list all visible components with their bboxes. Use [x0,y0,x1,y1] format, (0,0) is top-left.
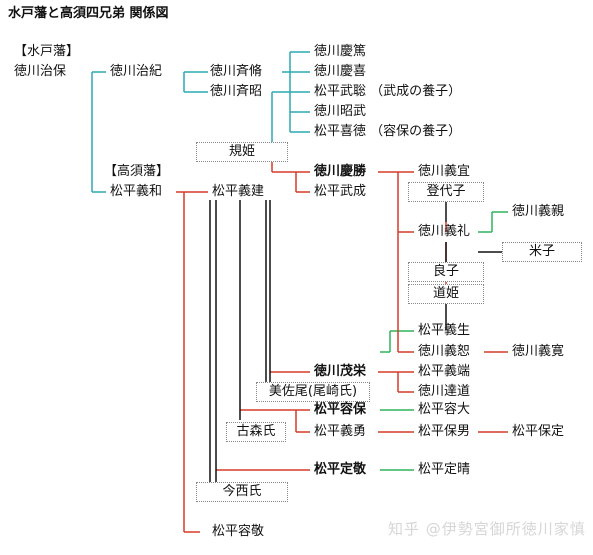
person-kihime: 規姫 [196,142,288,162]
person-harutoshi: 徳川治紀 [110,64,163,79]
person-mochinaga: 徳川茂栄 [314,364,367,379]
person-nariaki: 徳川斉昭 [210,84,263,99]
person-sadaaki: 松平定敬 [314,462,367,477]
person-yoshinori-m: 松平喜徳 （容保の養子） [314,124,462,139]
person-yoshiatsu: 徳川慶篤 [314,44,367,59]
person-harumori: 徳川治保 [14,64,67,79]
person-katahiro: 松平容大 [418,402,471,417]
person-katamori: 松平容保 [314,402,367,417]
red-lines [176,162,508,533]
person-taketoshi: 松平武聡 （武成の養子） [314,84,462,99]
person-tatsumichi: 徳川達道 [418,384,471,399]
person-yoshihiro: 徳川義恕 [418,344,471,359]
diagram-title: 水戸藩と高須四兄弟 関係図 [8,6,169,21]
person-yoshinobu: 徳川慶喜 [314,64,367,79]
person-takenari: 松平武成 [314,184,367,199]
takasu-han-label: 【高須藩】 [104,164,170,179]
person-yoshiwa: 松平義和 [110,184,163,199]
person-akitake: 徳川昭武 [314,104,367,119]
person-yoshitatsu: 松平義建 [212,184,265,199]
person-michihime: 道姫 [408,284,484,304]
person-katanori: 松平容敬 [212,524,265,539]
cyan-lines [91,51,310,193]
watermark-text: 知乎 @伊勢宮御所徳川家慎 [388,520,586,538]
person-imanishi: 今西氏 [196,482,288,502]
person-toyoko: 登代子 [408,182,484,202]
person-yoshikatsu: 徳川慶勝 [314,164,367,179]
person-yoshichika: 徳川義親 [512,204,565,219]
person-sadaharu: 松平定晴 [418,462,471,477]
person-yoshihiro2: 徳川義寛 [512,344,565,359]
person-yoshiisa: 松平義勇 [314,424,367,439]
person-yoneko: 米子 [502,242,582,262]
person-sadanobu: 松平保定 [512,424,565,439]
person-yoshinori: 徳川義宜 [418,164,471,179]
black-lines [209,200,502,482]
person-morio: 松平保男 [418,424,471,439]
person-yoshiko: 良子 [408,262,484,282]
person-yoshinori2: 徳川義礼 [418,224,471,239]
mito-han-label: 【水戸藩】 [14,44,80,59]
person-sato: 美佐尾(尾崎氏) [256,382,370,402]
person-komori: 古森氏 [226,422,286,442]
person-naritaka: 徳川斉脩 [210,64,263,79]
person-yoshimasa: 松平義端 [418,364,471,379]
green-lines [380,211,508,471]
person-yoshinari: 松平義生 [418,323,471,338]
